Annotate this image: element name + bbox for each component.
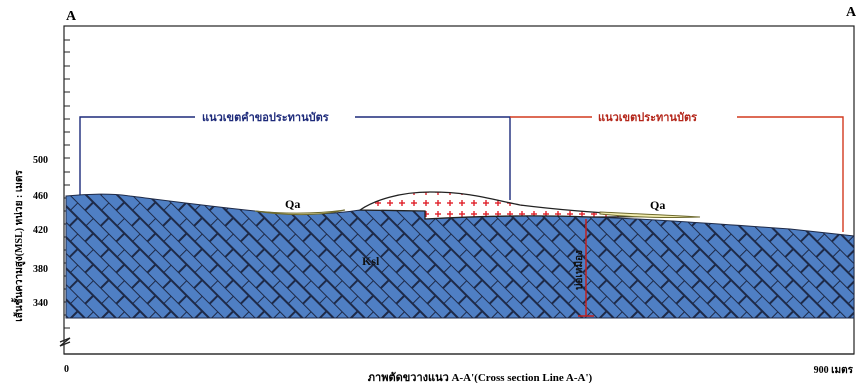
y-tick-label-500: 500 [33, 155, 48, 166]
qa-label-left: Qa [285, 197, 300, 211]
pit-marker [578, 219, 594, 317]
corner-label-left: A [66, 9, 77, 24]
left-zone-bracket [79, 116, 511, 200]
pit-label: บ่อเหมือง [573, 250, 585, 290]
qa-label-right: Qa [650, 198, 665, 212]
axis-break-icon [59, 337, 71, 347]
corner-label-right: A [846, 5, 857, 20]
zone-label-left: แนวเขตคำขอประทานบัตร [202, 111, 329, 124]
qa-right-deposit [599, 211, 701, 219]
qa-left-deposit [254, 209, 346, 216]
y-tick-label-460: 460 [33, 191, 48, 202]
zone-label-right: แนวเขตประทานบัตร [598, 111, 697, 124]
y-tick-label-340: 340 [33, 298, 48, 309]
y-tick-label-420: 420 [33, 225, 48, 236]
y-tick-label-380: 380 [33, 264, 48, 275]
right-zone-bracket [510, 116, 844, 232]
bedrock-label: Ksl [362, 254, 380, 268]
x-start-label: 0 [64, 364, 69, 375]
figure-caption: ภาพตัดขวางแนว A-A'(Cross section Line A-… [368, 371, 593, 383]
y-axis-title: เส้นชั้นความสูง(MSL) หน่วย : เมตร [11, 170, 26, 322]
x-end-label: 900 เมตร [814, 365, 854, 376]
